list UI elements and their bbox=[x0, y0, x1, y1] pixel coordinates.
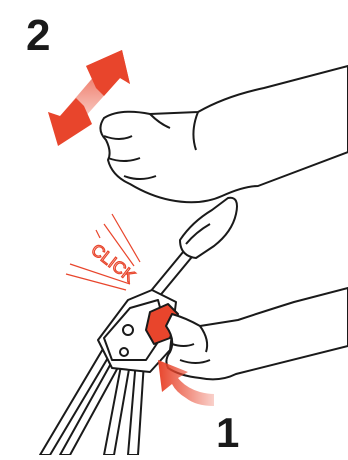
upper-hand bbox=[100, 66, 348, 202]
joint-bolt-icon bbox=[123, 325, 133, 335]
lower-hand bbox=[166, 288, 348, 379]
handle-grip bbox=[180, 198, 237, 258]
step-number-2: 2 bbox=[26, 14, 50, 58]
step-number-1: 1 bbox=[216, 412, 239, 454]
